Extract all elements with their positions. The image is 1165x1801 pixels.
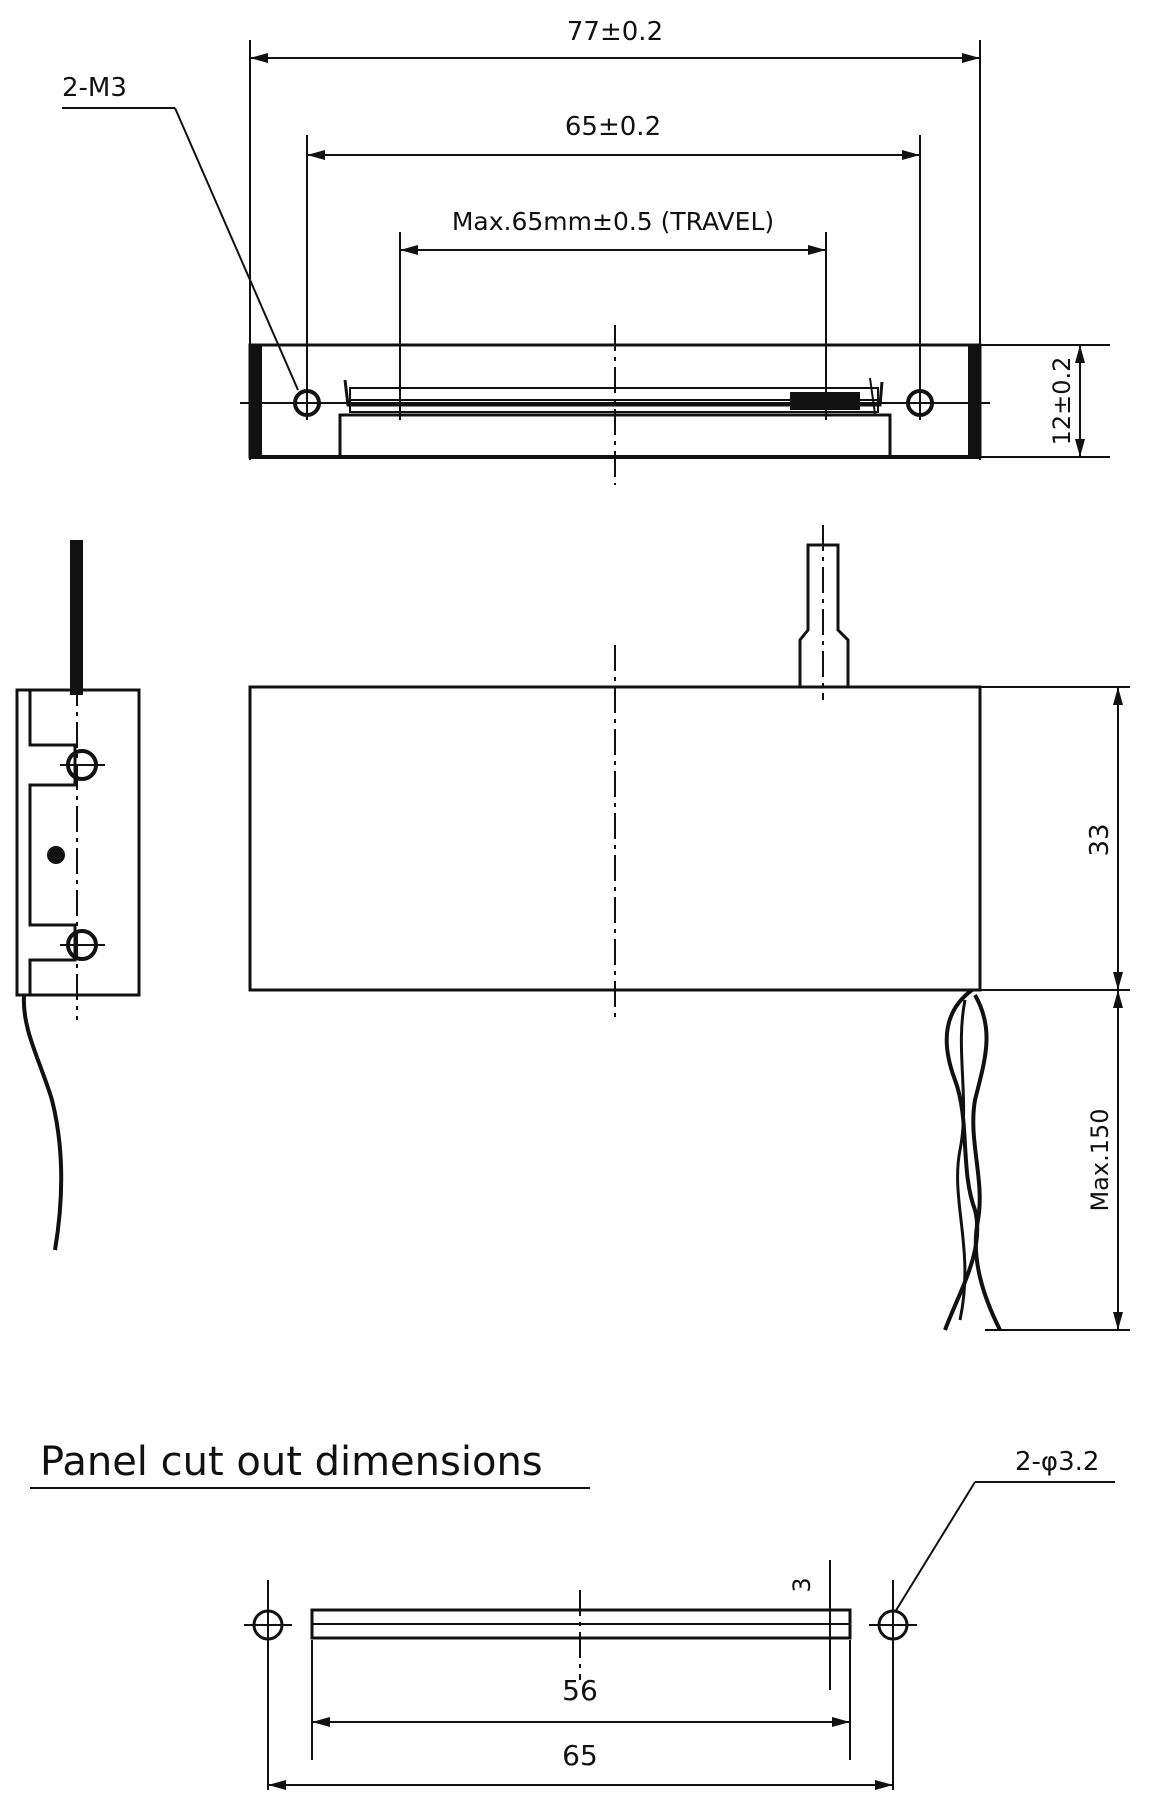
dim-label-travel: Max.65mm±0.5 (TRAVEL) bbox=[452, 207, 774, 236]
dim-hole-pitch: 65±0.2 bbox=[307, 112, 920, 160]
dim-label-65: 65±0.2 bbox=[565, 112, 661, 142]
label-2-m3: 2-M3 bbox=[62, 73, 127, 103]
dim-label-12: 12±0.2 bbox=[1048, 357, 1076, 446]
dim-label-slot-width: 3 bbox=[788, 1577, 816, 1592]
dim-label-77: 77±0.2 bbox=[567, 17, 663, 47]
dim-depth: 33 bbox=[1085, 687, 1123, 990]
dim-slot-length: 56 bbox=[311, 1640, 851, 1760]
dim-height: 12±0.2 bbox=[980, 344, 1110, 458]
lead-wires bbox=[943, 988, 1130, 1331]
leader-mount-holes: 2-M3 bbox=[62, 73, 299, 391]
dim-label-56: 56 bbox=[562, 1674, 598, 1707]
dim-panel-hole-pitch: 65 bbox=[268, 1739, 893, 1790]
dim-lead-length: Max.150 bbox=[1086, 990, 1123, 1330]
front-view: 33 Max.150 bbox=[248, 525, 1130, 1331]
dim-travel: Max.65mm±0.5 (TRAVEL) bbox=[400, 207, 826, 255]
side-view bbox=[15, 540, 141, 1251]
panel-title: Panel cut out dimensions bbox=[40, 1439, 543, 1485]
dim-label-33: 33 bbox=[1085, 823, 1115, 856]
dim-label-max150: Max.150 bbox=[1086, 1108, 1114, 1211]
dim-overall-length: 77±0.2 bbox=[250, 17, 980, 63]
dim-label-65-panel: 65 bbox=[562, 1739, 598, 1772]
panel-cutout: Panel cut out dimensions 2-φ3.2 3 56 bbox=[30, 1439, 1115, 1790]
top-view: 77±0.2 65±0.2 Max.65mm±0.5 (TRAVEL) 2-M3 bbox=[62, 17, 1110, 485]
label-2-phi3-2: 2-φ3.2 bbox=[1015, 1447, 1099, 1477]
